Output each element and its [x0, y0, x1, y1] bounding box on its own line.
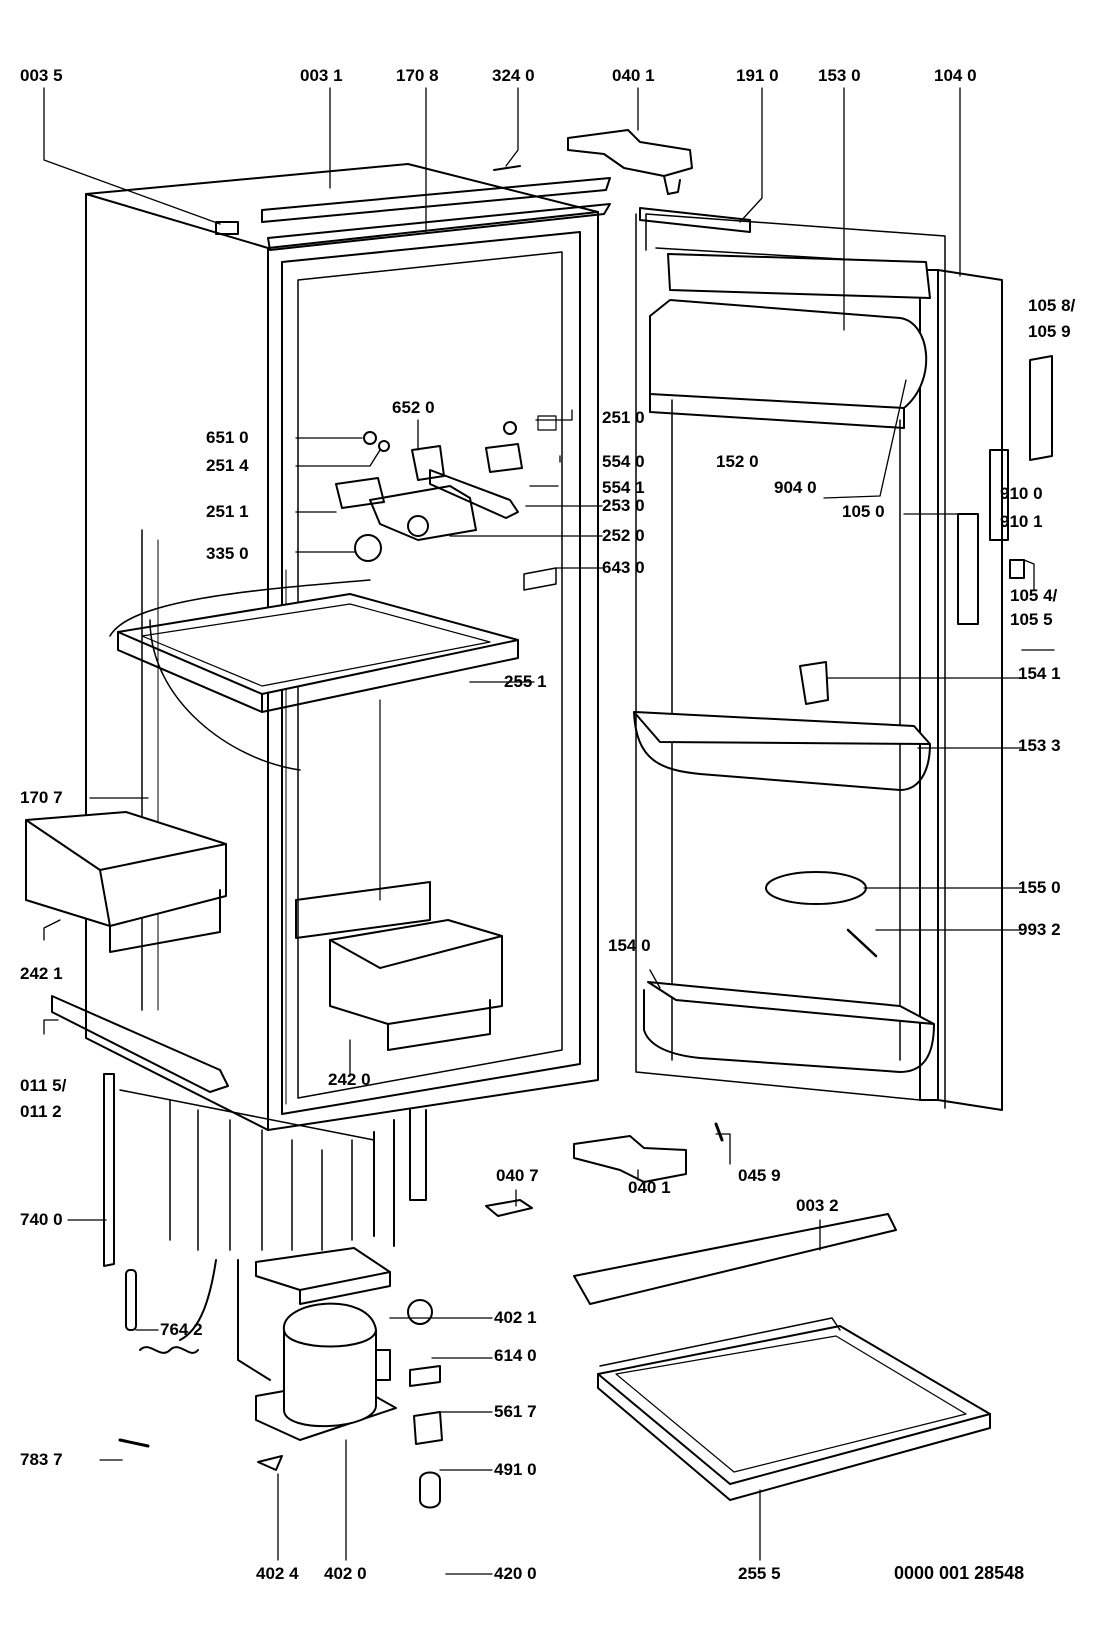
cabinet-body	[85, 163, 599, 1131]
label-904-0: 904 0	[774, 478, 817, 497]
bottom-hinge	[573, 1135, 687, 1183]
label-242-1: 242 1	[20, 964, 63, 983]
label-253-0: 253 0	[602, 496, 645, 515]
label-251-1: 251 1	[206, 502, 249, 521]
compressor	[255, 1302, 397, 1441]
control-unit	[335, 415, 557, 591]
capillary-tube	[118, 1438, 150, 1448]
label-910-0: 910 0	[1000, 484, 1043, 503]
label-104-0: 104 0	[934, 66, 977, 85]
label-152-0: 152 0	[716, 452, 759, 471]
label-491-0: 491 0	[494, 1460, 537, 1479]
label-191-0: 191 0	[736, 66, 779, 85]
mount-clip	[257, 1455, 283, 1471]
label-402-0: 402 0	[324, 1564, 367, 1583]
label-740-0: 740 0	[20, 1210, 63, 1229]
door-bin-middle	[633, 711, 931, 791]
label-561-7: 561 7	[494, 1402, 537, 1421]
bottle-clip	[799, 661, 829, 705]
label-155-0: 155 0	[1018, 878, 1061, 897]
label-335-0: 335 0	[206, 544, 249, 563]
relay-part	[407, 1299, 433, 1325]
label-003-2: 003 2	[796, 1196, 839, 1215]
crisper-bin-left	[25, 811, 227, 953]
filter-dryer	[125, 1259, 217, 1354]
bottom-rail	[51, 995, 229, 1093]
drip-tray	[255, 1247, 391, 1291]
label-402-4: 402 4	[256, 1564, 299, 1583]
label-554-1: 554 1	[602, 478, 645, 497]
label-170-7: 170 7	[20, 788, 63, 807]
label-251-0: 251 0	[602, 408, 645, 427]
label-764-2: 764 2	[160, 1320, 203, 1339]
label-910-1: 910 1	[1000, 512, 1043, 531]
label-420-0: 420 0	[494, 1564, 537, 1583]
label-154-1: 154 1	[1018, 664, 1061, 683]
label-252-0: 252 0	[602, 526, 645, 545]
cover-part	[413, 1411, 443, 1445]
hinge-pin	[714, 1122, 724, 1142]
label-040-1-bottom: 040 1	[628, 1178, 671, 1197]
leader-lines	[43, 87, 1055, 1575]
clip-part	[215, 221, 239, 235]
label-255-5: 255 5	[738, 1564, 781, 1583]
door-bin-lower	[643, 981, 935, 1073]
label-614-0: 614 0	[494, 1346, 537, 1365]
label-003-5: 003 5	[20, 66, 63, 85]
glass-shelf-upper	[109, 579, 519, 901]
label-154-0: 154 0	[608, 936, 651, 955]
label-040-7: 040 7	[496, 1166, 539, 1185]
starter-part	[409, 1365, 441, 1387]
door-stop	[1009, 559, 1025, 579]
condenser-coil	[103, 1073, 427, 1267]
door-vent-strip	[957, 513, 979, 625]
label-402-1: 402 1	[494, 1308, 537, 1327]
label-153-0: 153 0	[818, 66, 861, 85]
label-783-7: 783 7	[20, 1450, 63, 1469]
plinth-strip	[573, 1213, 897, 1305]
label-153-3: 153 3	[1018, 736, 1061, 755]
label-170-8: 170 8	[396, 66, 439, 85]
label-652-0: 652 0	[392, 398, 435, 417]
glass-shelf-lower	[597, 1317, 991, 1501]
capacitor-part	[419, 1471, 441, 1509]
bracket-part	[485, 1199, 533, 1217]
egg-tray	[765, 871, 867, 905]
liner-curve	[149, 619, 301, 771]
label-003-1: 003 1	[300, 66, 343, 85]
hinge-cover	[1029, 355, 1053, 461]
label-993-2: 993 2	[1018, 920, 1061, 939]
label-255-1: 255 1	[504, 672, 547, 691]
label-554-0: 554 0	[602, 452, 645, 471]
label-251-4: 251 4	[206, 456, 249, 475]
label-651-0: 651 0	[206, 428, 249, 447]
label-105-0: 105 0	[842, 502, 885, 521]
label-105-9: 105 9	[1028, 322, 1071, 341]
door-hinge-part	[989, 449, 1009, 541]
crisper-bin-center	[295, 881, 503, 1051]
label-045-9: 045 9	[738, 1166, 781, 1185]
label-105-4: 105 4/	[1010, 586, 1058, 605]
small-pin	[493, 165, 521, 171]
butter-compartment	[649, 253, 931, 429]
label-105-8: 105 8/	[1028, 296, 1076, 315]
label-011-5: 011 5/	[20, 1076, 67, 1095]
top-hinge	[567, 129, 693, 177]
drawing-reference-number: 0000 001 28548	[894, 1563, 1025, 1583]
door-seal	[645, 213, 946, 1109]
label-242-0: 242 0	[328, 1070, 371, 1089]
label-011-2: 011 2	[20, 1102, 62, 1121]
label-324-0: 324 0	[492, 66, 535, 85]
thermometer	[846, 928, 878, 958]
label-040-1-top: 040 1	[612, 66, 655, 85]
label-643-0: 643 0	[602, 558, 645, 577]
label-105-5: 105 5	[1010, 610, 1053, 629]
top-trim-strips	[261, 177, 611, 251]
